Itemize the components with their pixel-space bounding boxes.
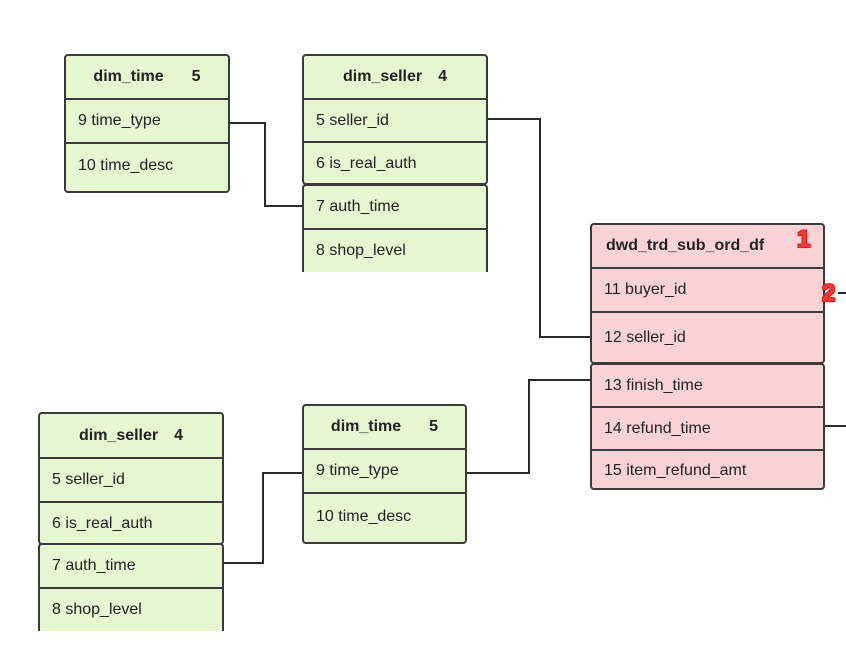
table-name: dwd_trd_sub_ord_df — [606, 237, 765, 254]
connector-seller-bottom-to-time-bottom — [224, 472, 303, 564]
column-row[interactable]: 10 time_desc — [304, 492, 465, 540]
table-dim-time-bottom[interactable]: dim_time 5 9 time_type 10 time_desc — [302, 404, 467, 544]
table-name: dim_time — [93, 68, 164, 85]
column-row[interactable]: 9 time_type — [66, 98, 228, 142]
column-row[interactable]: 15 item_refund_amt — [592, 449, 823, 488]
table-dim-seller-bottom-continued[interactable]: 7 auth_time 8 shop_level — [38, 543, 224, 631]
column-row[interactable]: 9 time_type — [304, 448, 465, 492]
table-dim-seller-bottom[interactable]: dim_seller 4 5 seller_id 6 is_real_auth — [38, 412, 224, 545]
column-row[interactable]: 5 seller_id — [304, 98, 486, 141]
table-count: 4 — [438, 68, 448, 85]
column-row[interactable]: 11 buyer_id — [592, 267, 823, 311]
table-header: dim_seller 4 — [40, 414, 222, 457]
badge-1: 1 — [797, 226, 811, 253]
column-row[interactable]: 8 shop_level — [40, 587, 222, 631]
badge-2: 2 — [822, 280, 836, 307]
column-row[interactable]: 14 refund_time — [592, 406, 823, 449]
table-dim-seller-top[interactable]: dim_seller 4 5 seller_id 6 is_real_auth — [302, 54, 488, 185]
column-row[interactable]: 6 is_real_auth — [304, 141, 486, 183]
connector-seller-top-to-fact — [488, 118, 591, 338]
column-row[interactable]: 13 finish_time — [604, 376, 703, 394]
table-count: 5 — [191, 68, 201, 85]
table-fact-top[interactable]: dwd_trd_sub_ord_df 11 buyer_id 12 seller… — [590, 223, 825, 364]
column-row[interactable]: 5 seller_id — [40, 457, 222, 501]
table-header: dim_time 5 — [304, 406, 465, 448]
column-row[interactable]: 7 auth_time — [316, 198, 400, 215]
connector-time-bottom-to-fact — [467, 379, 591, 474]
table-name: dim_seller — [342, 68, 423, 85]
column-row[interactable]: 10 time_desc — [66, 142, 228, 187]
table-header: dim_seller 4 — [304, 56, 486, 98]
table-count: 5 — [429, 418, 439, 435]
column-row[interactable]: 8 shop_level — [304, 228, 486, 272]
table-header: dwd_trd_sub_ord_df — [592, 225, 823, 267]
connector-time-to-seller-top — [230, 122, 303, 207]
table-count: 4 — [174, 426, 184, 444]
column-row[interactable]: 7 auth_time — [52, 557, 136, 574]
column-row[interactable]: 6 is_real_auth — [40, 501, 222, 543]
table-header: dim_time 5 — [66, 56, 228, 98]
table-fact-bottom[interactable]: 13 finish_time 14 refund_time 15 item_re… — [590, 363, 825, 490]
table-dim-seller-top-continued[interactable]: 7 auth_time 8 shop_level — [302, 184, 488, 272]
column-row[interactable]: 12 seller_id — [592, 311, 823, 362]
table-name: dim_seller — [78, 426, 159, 444]
table-dim-time-top[interactable]: dim_time 5 9 time_type 10 time_desc — [64, 54, 230, 193]
table-name: dim_time — [330, 418, 402, 435]
